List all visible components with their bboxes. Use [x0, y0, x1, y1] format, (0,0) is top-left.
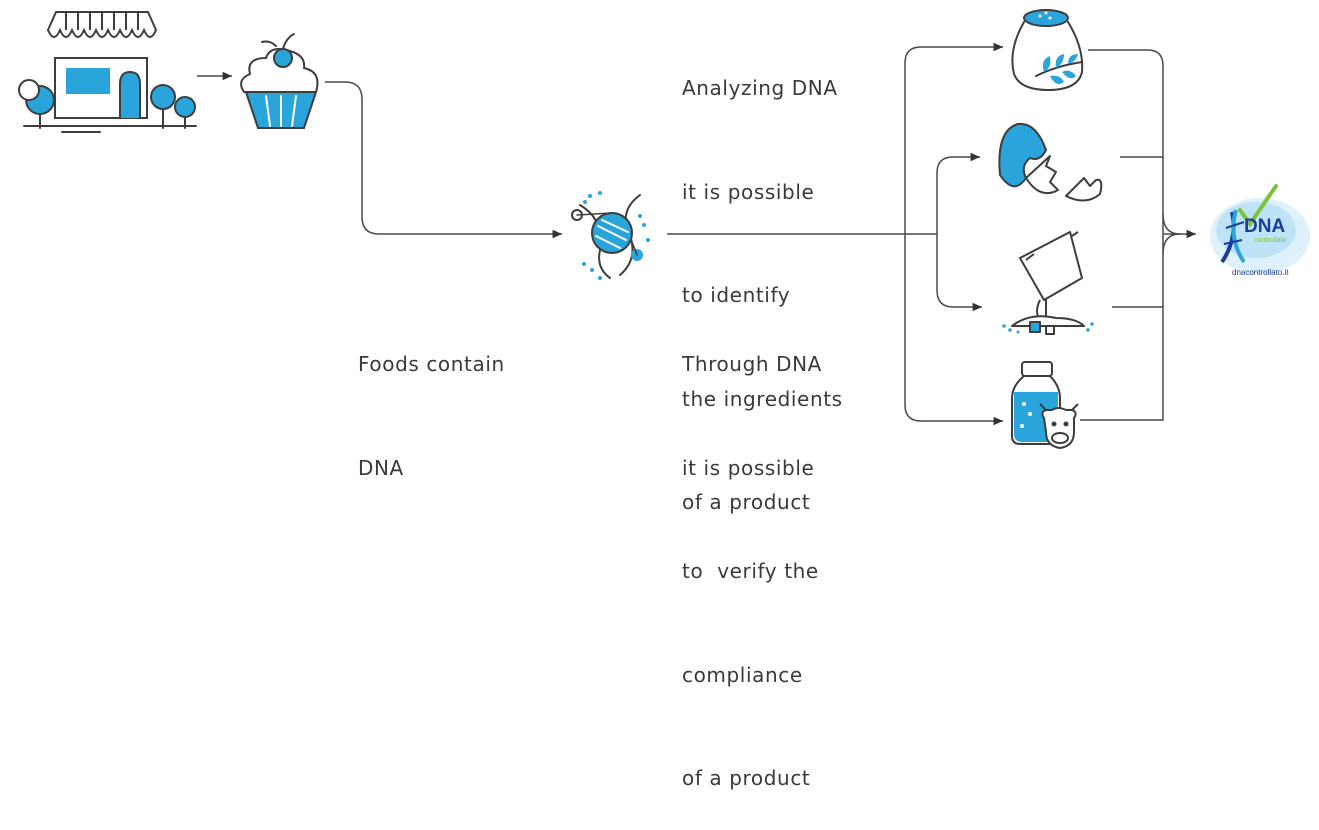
text-line: compliance — [682, 662, 803, 687]
egg-icon — [998, 122, 1103, 202]
text-line: Analyzing DNA — [682, 76, 838, 100]
milk-bottle-icon — [1011, 361, 1079, 449]
line-flour-to-merge — [1080, 49, 1164, 421]
connector-lines — [197, 42, 1196, 426]
text-through-dna: Through DNA it is possible to verify the… — [682, 278, 822, 830]
flour-sack-icon — [1011, 9, 1084, 92]
arrow-cupcake-to-dna — [325, 81, 562, 239]
text-line: of a product — [682, 766, 811, 790]
logo-wordmark: DNA — [1244, 216, 1285, 237]
text-foods-contain-dna: Foods contain DNA — [358, 278, 505, 520]
diagram-canvas: DNA controllato dnacontrollato.it — [18, 9, 1310, 449]
text-line: it is possible — [682, 455, 815, 480]
dna-controllato-logo: DNA controllato dnacontrollato.it — [1210, 184, 1310, 277]
arrow-to-egg — [936, 152, 980, 234]
arrow-to-milk — [904, 234, 1003, 426]
text-line: to identify — [682, 283, 791, 307]
arrow-to-sugar — [936, 234, 982, 312]
logo-subtitle: controllato — [1254, 237, 1286, 244]
text-line: Foods contain — [358, 352, 505, 376]
text-line: the ingredients — [682, 386, 843, 411]
sugar-bag-icon — [1002, 231, 1094, 335]
text-line: Through DNA — [682, 352, 822, 376]
dna-helix-icon — [571, 191, 650, 280]
text-line: it is possible — [682, 179, 815, 204]
shop-icon — [18, 11, 197, 133]
text-line: to verify the — [682, 559, 819, 583]
text-line: DNA — [358, 455, 404, 480]
arrow-to-flour — [904, 42, 1003, 234]
logo-url: dnacontrollato.it — [1232, 268, 1289, 277]
cupcake-icon — [240, 33, 319, 129]
